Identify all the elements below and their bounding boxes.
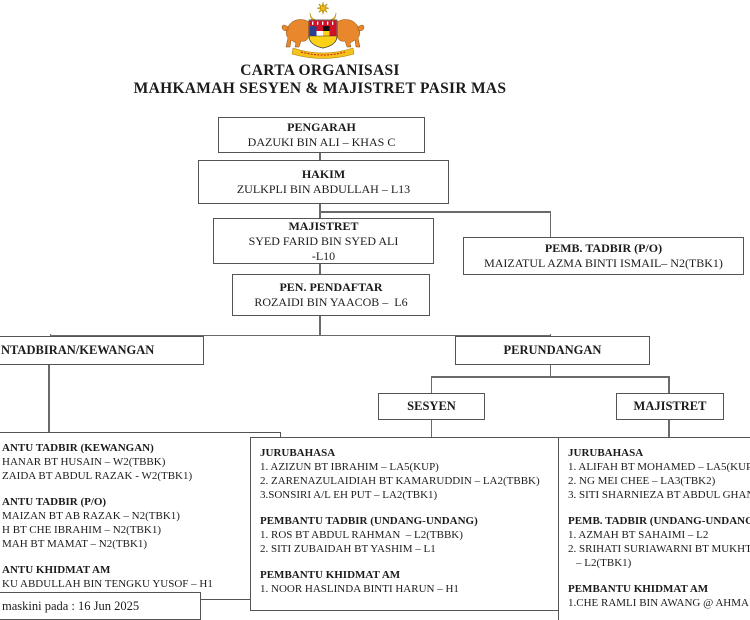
staff-list-sesyen: JURUBAHASA 1. AZIZUN BT IBRAHIM – LA5(KU… — [250, 437, 562, 611]
connector-line — [431, 376, 669, 378]
list-heading: PEMBANTU TADBIR (UNDANG-UNDANG) — [260, 515, 478, 527]
pengarah-title: PENGARAH — [287, 120, 356, 134]
unit-majistret-label: MAJISTRET — [633, 399, 707, 413]
connector-line — [319, 262, 321, 274]
connector-line — [430, 376, 432, 394]
connector-line — [50, 334, 551, 336]
pen-pendaftar-name: ROZAIDI BIN YAACOB – L6 — [254, 295, 408, 309]
org-box-hakim: HAKIM ZULKPLI BIN ABDULLAH – L13 — [198, 160, 449, 204]
connector-line — [549, 334, 551, 337]
unit-perundangan-label: PERUNDANGAN — [503, 343, 602, 357]
list-item: ZAIDA BT ABDUL RAZAK - W2(TBK1) — [2, 470, 193, 482]
list-item: 2. ZARENAZULAIDIAH BT KAMARUDDIN – LA2(T… — [260, 475, 540, 487]
list-item: 2. SRIHATI SURIAWARNI BT MUKHT — [568, 543, 750, 555]
list-item: MAH BT MAMAT – N2(TBK1) — [2, 538, 148, 550]
hakim-title: HAKIM — [301, 167, 346, 181]
connector-line — [319, 151, 321, 160]
list-item: 3. SITI SHARNIEZA BT ABDUL GHAN — [568, 489, 750, 501]
title-line1: CARTA ORGANISASI — [240, 62, 400, 79]
list-heading: PEMB. TADBIR (UNDANG-UNDANG — [568, 515, 750, 527]
list-item: 2. SITI ZUBAIDAH BT YASHIM – L1 — [260, 543, 436, 555]
majistret-title: MAJISTRET — [288, 218, 359, 233]
title-line2: MAHKAMAH SESYEN & MAJISTRET PASIR MAS — [133, 80, 507, 97]
majistret-grade: -L10 — [311, 248, 336, 263]
list-item: 1. NOOR HASLINDA BINTI HARUN – H1 — [260, 583, 459, 595]
connector-line — [430, 418, 432, 438]
malaysia-coat-of-arms-icon — [281, 2, 365, 59]
list-heading: ANTU TADBIR (KEWANGAN) — [2, 442, 154, 454]
list-item: 1. AZIZUN BT IBRAHIM – LA5(KUP) — [260, 461, 439, 473]
list-heading: PEMBANTU KHIDMAT AM — [260, 569, 401, 581]
connector-line — [48, 362, 50, 432]
pen-pendaftar-title: PEN. PENDAFTAR — [279, 280, 383, 294]
list-heading: ANTU KHIDMAT AM — [2, 564, 111, 576]
unit-pentadbiran-label: NTADBIRAN/KEWANGAN — [1, 343, 155, 357]
crest-shield — [308, 19, 338, 49]
connector-line — [49, 334, 51, 337]
org-box-pen-pendaftar: PEN. PENDAFTAR ROZAIDI BIN YAACOB – L6 — [232, 274, 430, 316]
list-item: 1.CHE RAMLI BIN AWANG @ AHMA — [568, 597, 749, 609]
list-heading: JURUBAHASA — [260, 447, 336, 459]
connector-line — [549, 211, 551, 237]
connector-line — [549, 363, 551, 377]
connector-line — [668, 418, 670, 438]
org-box-majistret: MAJISTRET SYED FARID BIN SYED ALI -L10 — [213, 218, 434, 264]
list-item: 2. NG MEI CHEE – LA3(TBK2) — [568, 475, 716, 487]
list-heading: PEMBANTU KHIDMAT AM — [568, 583, 709, 595]
last-updated-box: maskini pada : 16 Jun 2025 — [0, 592, 201, 620]
connector-line — [668, 376, 670, 394]
list-item: KU ABDULLAH BIN TENGKU YUSOF – H1 — [2, 578, 213, 590]
list-item: H BT CHE IBRAHIM – N2(TBK1) — [2, 524, 161, 536]
list-item: 3.SONSIRI A/L EH PUT – LA2(TBK1) — [260, 489, 438, 501]
staff-list-majistret: JURUBAHASA 1. ALIFAH BT MOHAMED – LA5(KU… — [558, 437, 750, 620]
list-item: 1. ROS BT ABDUL RAHMAN – L2(TBBK) — [260, 529, 463, 541]
pemb-tadbir-po-title: PEMB. TADBIR (P/O) — [544, 241, 663, 255]
majistret-name: SYED FARID BIN SYED ALI — [248, 233, 399, 248]
crest-motto-banner — [291, 47, 355, 59]
last-updated-text: maskini pada : 16 Jun 2025 — [2, 598, 140, 613]
connector-line — [319, 202, 321, 219]
unit-sesyen-label: SESYEN — [407, 399, 456, 413]
hakim-name: ZULKPLI BIN ABDULLAH – L13 — [236, 182, 411, 196]
org-box-pengarah: PENGARAH DAZUKI BIN ALI – KHAS C — [218, 117, 425, 153]
unit-box-majistret-sub: MAJISTRET — [616, 393, 724, 420]
staff-list-pentadbiran: ANTU TADBIR (KEWANGAN) HANAR BT HUSAIN –… — [0, 432, 281, 600]
list-heading: ANTU TADBIR (P/O) — [2, 496, 107, 508]
list-item: MAIZAN BT AB RAZAK – N2(TBK1) — [2, 510, 180, 522]
list-heading: JURUBAHASA — [568, 447, 644, 459]
pemb-tadbir-po-name: MAIZATUL AZMA BINTI ISMAIL– N2(TBK1) — [484, 256, 723, 270]
org-box-pemb-tadbir-po: PEMB. TADBIR (P/O) MAIZATUL AZMA BINTI I… — [463, 237, 744, 275]
pengarah-name: DAZUKI BIN ALI – KHAS C — [247, 135, 396, 149]
unit-box-perundangan: PERUNDANGAN — [455, 336, 650, 365]
page-title: CARTA ORGANISASI MAHKAMAH SESYEN & MAJIS… — [0, 62, 640, 98]
unit-box-sesyen: SESYEN — [378, 393, 485, 420]
list-item: 1. ALIFAH BT MOHAMED – LA5(KUP — [568, 461, 750, 473]
list-item: HANAR BT HUSAIN – W2(TBBK) — [2, 456, 166, 468]
connector-line — [319, 211, 551, 213]
connector-line — [319, 314, 321, 336]
unit-box-pentadbiran-kewangan: NTADBIRAN/KEWANGAN — [0, 336, 204, 365]
list-item-continuation: – L2(TBK1) — [576, 557, 632, 569]
tiger-supporters — [281, 19, 365, 48]
list-item: 1. AZMAH BT SAHAIMI – L2 — [568, 529, 709, 541]
